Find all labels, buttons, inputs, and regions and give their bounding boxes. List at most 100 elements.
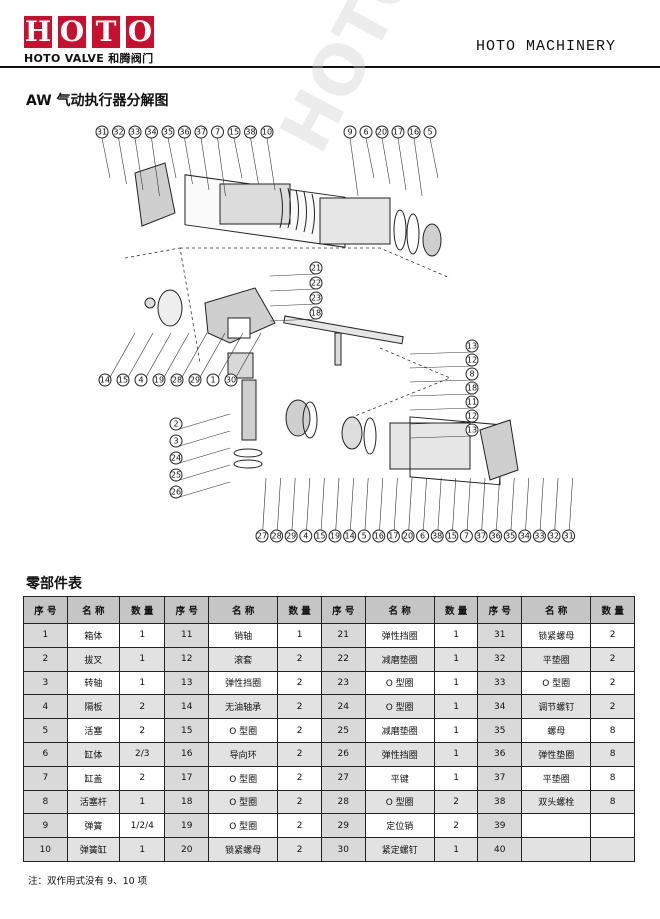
table-cell: 弹簧缸 (66, 837, 121, 862)
diagram-title: AW 气动执行器分解图 (26, 93, 169, 109)
callout-31: 31 (95, 125, 111, 179)
table-cell: 28 (320, 789, 366, 815)
table-cell: 缸盖 (66, 765, 121, 791)
table-cell: 39 (477, 813, 523, 839)
table-cell: 1 (119, 623, 166, 648)
svg-text:38: 38 (432, 532, 442, 541)
svg-text:16: 16 (374, 532, 384, 541)
svg-text:25: 25 (171, 471, 181, 480)
upper-cylinder-assembly (134, 162, 442, 257)
upper-spring-housing (219, 183, 291, 225)
callout-14: 14 (98, 332, 136, 387)
table-cell: O 型圈 (208, 789, 279, 815)
table-cell: 8 (23, 789, 68, 815)
column-header: 序 号 (477, 596, 523, 624)
callout-32: 32 (547, 477, 561, 543)
upper-end-cap (134, 162, 176, 227)
table-cell: 2 (119, 765, 166, 791)
svg-text:28: 28 (272, 532, 282, 541)
table-cell: 10 (23, 837, 68, 862)
table-cell: 活塞 (66, 718, 121, 743)
svg-text:34: 34 (520, 532, 530, 541)
svg-text:10: 10 (262, 128, 272, 137)
table-header-row: 序 号名 称数 量序 号名 称数 量序 号名 称数 量序 号名 称数 量 (23, 596, 635, 624)
column-header: 数 量 (277, 596, 322, 624)
callout-36: 36 (178, 125, 193, 185)
table-cell: 8 (590, 789, 635, 815)
table-cell: 2 (277, 718, 322, 743)
table-cell: 1 (433, 765, 479, 791)
table-cell: 弹性挡圈 (208, 670, 279, 696)
callout-9: 9 (343, 125, 359, 197)
svg-text:35: 35 (505, 532, 515, 541)
table-cell: 2 (433, 789, 479, 815)
callout-34: 34 (518, 477, 532, 543)
table-cell: 6 (23, 741, 68, 767)
table-cell: 1 (433, 646, 479, 672)
table-cell: 20 (164, 837, 210, 862)
svg-text:13: 13 (467, 426, 477, 435)
table-cell: 锁紧螺母 (208, 837, 279, 862)
callout-4: 4 (299, 477, 313, 543)
table-cell: 4 (23, 694, 68, 720)
lower-end-cap (479, 419, 519, 481)
svg-text:13: 13 (467, 342, 477, 351)
table-cell: 1 (119, 789, 166, 815)
callout-5: 5 (357, 477, 371, 543)
table-cell: 25 (320, 718, 366, 743)
svg-text:37: 37 (476, 532, 486, 541)
callout-12: 12 (409, 409, 479, 425)
column-header: 序 号 (23, 596, 68, 624)
callout-35: 35 (503, 477, 517, 543)
callout-6: 6 (359, 125, 375, 179)
table-cell: 29 (320, 813, 366, 839)
table-cell (590, 837, 635, 862)
table-cell: 1 (23, 623, 68, 648)
table-cell: 8 (590, 718, 635, 743)
callout-19: 19 (328, 477, 342, 543)
column-header: 名 称 (364, 596, 435, 624)
callout-37: 37 (474, 477, 488, 543)
svg-text:24: 24 (171, 454, 181, 463)
table-cell: 平键 (364, 765, 435, 791)
table-cell: 隔板 (66, 694, 121, 720)
callout-31: 31 (562, 477, 576, 543)
svg-text:30: 30 (226, 376, 236, 385)
table-cell: 1 (433, 623, 479, 648)
svg-text:5: 5 (427, 128, 432, 137)
lower-cylinder-assembly (285, 399, 519, 486)
callout-12: 12 (409, 353, 479, 369)
table-cell: 23 (320, 670, 366, 696)
table-cell: 24 (320, 694, 366, 720)
table-cell: 2 (590, 694, 635, 720)
bearing (144, 297, 156, 309)
logo-letter: T (92, 16, 120, 48)
o-ring-24 (233, 448, 263, 458)
callout-19: 19 (152, 332, 190, 387)
o-ring-upper (393, 209, 407, 251)
table-cell: 双头螺栓 (521, 789, 592, 815)
table-cell: 1 (433, 837, 479, 862)
table-cell: 18 (164, 789, 210, 815)
callout-14: 14 (343, 477, 357, 543)
table-cell: 销轴 (208, 623, 279, 648)
table-cell: 弹簧 (66, 813, 121, 839)
table-cell (521, 837, 592, 862)
column-header: 序 号 (164, 596, 210, 624)
column-header: 名 称 (66, 596, 121, 624)
svg-text:12: 12 (467, 356, 477, 365)
table-cell: 2 (433, 813, 479, 839)
callout-27: 27 (255, 477, 269, 543)
table-cell: 调节螺钉 (521, 694, 592, 720)
callout-15: 15 (313, 477, 327, 543)
svg-text:15: 15 (315, 532, 325, 541)
callout-34: 34 (145, 125, 160, 197)
svg-text:37: 37 (196, 128, 206, 137)
o-ring-lower (302, 401, 318, 439)
column-header: 序 号 (320, 596, 366, 624)
